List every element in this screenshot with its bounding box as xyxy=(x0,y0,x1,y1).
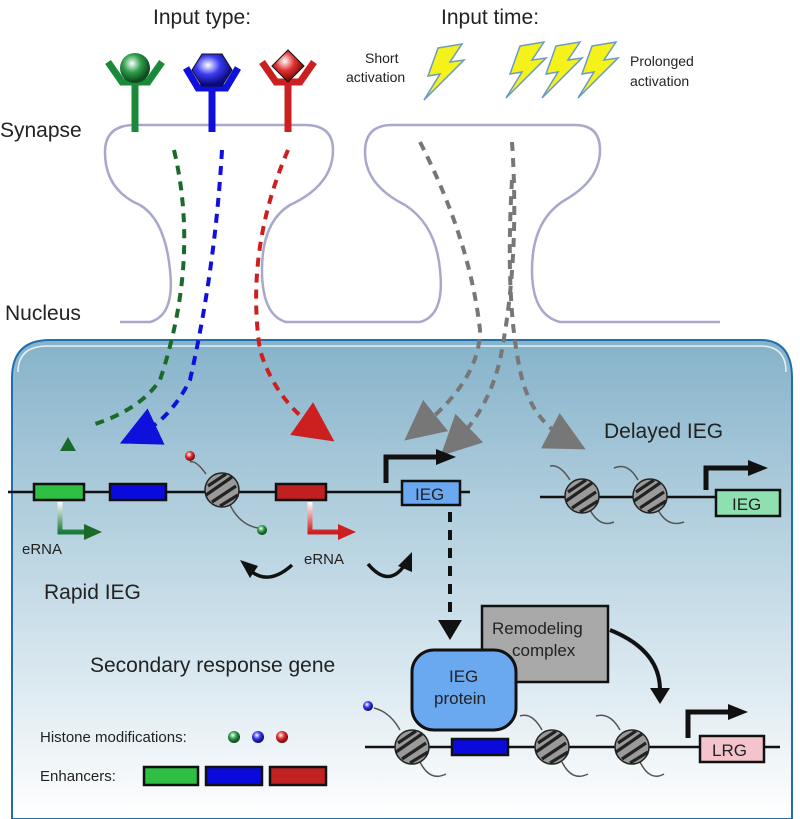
lrg-box xyxy=(698,734,766,764)
ieg-delayed-box xyxy=(714,488,782,518)
ieg-protein-label-2: protein xyxy=(434,689,486,708)
synapse-right-outline xyxy=(363,123,720,324)
nucleus-body xyxy=(11,339,793,819)
gray-prolonged-arrow-2 xyxy=(507,179,586,450)
ieg-protein-label-1: IEG xyxy=(449,667,478,686)
delayed-ieg-label: Delayed IEG xyxy=(604,420,723,443)
rapid-ieg-label: Rapid IEG xyxy=(44,581,141,604)
histone-mark-icon xyxy=(257,525,267,535)
nucleus-label: Nucleus xyxy=(5,302,81,325)
synapse-left-outline xyxy=(103,123,400,324)
ieg-rapid-box xyxy=(400,479,462,507)
histone-modifications-label: Histone modifications: xyxy=(40,729,187,746)
nucleosome-icon xyxy=(549,465,615,525)
nucleosome-icon xyxy=(519,714,589,777)
ieg-protein: IEG protein xyxy=(410,648,518,732)
transcription-start-arrow-icon xyxy=(383,454,440,483)
remodeling-label-1: Remodeling xyxy=(492,619,583,638)
nucleosome-icon xyxy=(373,707,447,777)
gray-prolonged-arrow-1 xyxy=(440,141,517,456)
red-enhancer xyxy=(274,482,328,502)
blue-signal-arrow xyxy=(119,149,224,445)
histone-mark-icon xyxy=(252,731,264,743)
curved-arrow-right xyxy=(366,562,406,579)
secondary-response-gene-label: Secondary response gene xyxy=(90,654,335,677)
input-type-label: Input type: xyxy=(153,6,251,29)
legend-green-enhancer xyxy=(142,765,200,787)
short-activation-label-1: Short xyxy=(365,50,399,66)
green-erna-arrow xyxy=(57,502,86,535)
curved-arrow-left xyxy=(250,563,294,579)
ieg-rapid-label: IEG xyxy=(415,485,444,504)
nucleosome-icon xyxy=(595,714,665,777)
red-erna-arrow xyxy=(307,502,340,535)
red-signal-arrow xyxy=(254,149,335,442)
erna-mid-label: eRNA xyxy=(304,551,344,568)
transcription-start-arrow-icon xyxy=(685,709,732,738)
remodel-to-nucleosome-arrow xyxy=(609,628,662,691)
green-arrowhead xyxy=(60,437,76,451)
lrg-label: LRG xyxy=(712,741,747,760)
red-diamond-receptor-icon xyxy=(259,49,317,132)
remodeling-label-2: complex xyxy=(512,641,576,660)
blue-hexagon-receptor-icon xyxy=(182,53,242,132)
green-enhancer xyxy=(32,482,86,502)
blue-enhancer-lrg xyxy=(450,737,510,757)
nucleosome-icon xyxy=(189,461,259,529)
erna-left-label: eRNA xyxy=(22,541,62,558)
prolonged-activation-label-1: Prolonged xyxy=(630,53,694,69)
histone-mark-icon xyxy=(228,731,240,743)
histone-mark-icon xyxy=(363,701,373,711)
gray-short-arrow xyxy=(404,141,483,441)
nucleosome-icon xyxy=(613,465,685,525)
histone-mark-icon xyxy=(276,731,288,743)
transcription-start-arrow-icon xyxy=(703,465,752,490)
green-sphere-receptor-icon xyxy=(105,53,165,132)
enhancers-label: Enhancers: xyxy=(40,768,116,785)
histone-mark-icon xyxy=(185,451,195,461)
ieg-delayed-label: IEG xyxy=(732,495,761,514)
input-time-label: Input time: xyxy=(441,6,539,29)
legend-red-enhancer xyxy=(268,765,328,787)
lightning-bolt-icon xyxy=(423,40,621,101)
prolonged-activation-label-2: activation xyxy=(630,73,689,89)
synapse-label: Synapse xyxy=(0,119,82,142)
blue-enhancer xyxy=(108,482,168,502)
short-activation-label-2: activation xyxy=(346,69,405,85)
legend-blue-enhancer xyxy=(204,765,264,787)
